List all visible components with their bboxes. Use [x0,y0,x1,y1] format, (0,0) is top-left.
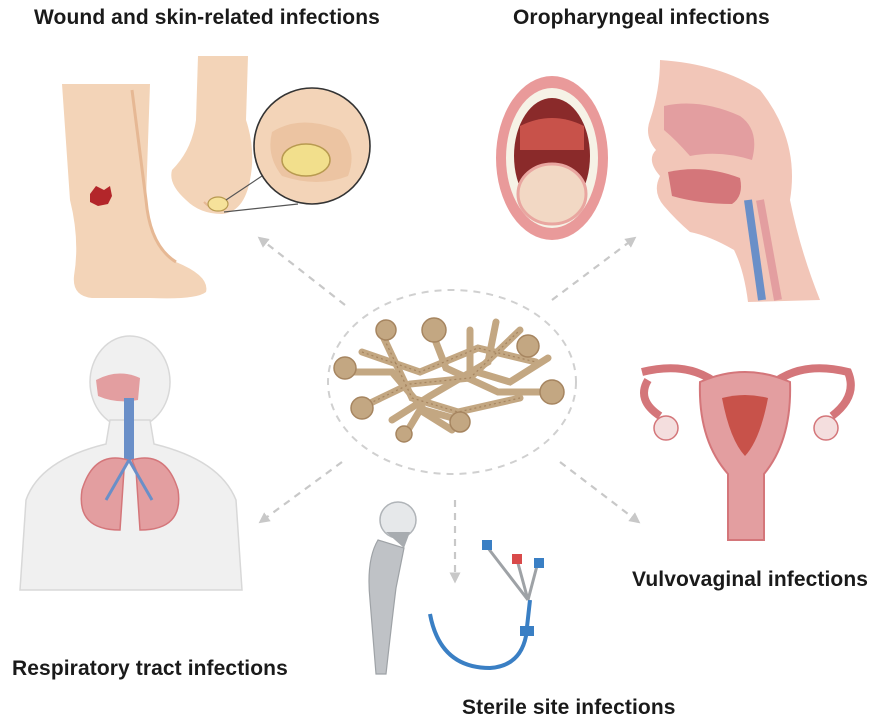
head-sagittal-section-illustration [648,60,820,302]
open-mouth-illustration [496,76,608,240]
arrow-to-respiratory [263,462,342,520]
arrow-to-wound [262,240,345,305]
torso-with-lungs-illustration [20,336,242,590]
foot-with-nail-infection-illustration [171,56,370,214]
uterus-illustration [642,368,851,540]
hip-implant-illustration [369,502,416,674]
fungus-cluster [328,290,576,474]
catheter-illustration [430,540,544,668]
arrow-to-oropharyngeal [552,240,632,300]
arrow-to-vulvovaginal [560,462,636,520]
